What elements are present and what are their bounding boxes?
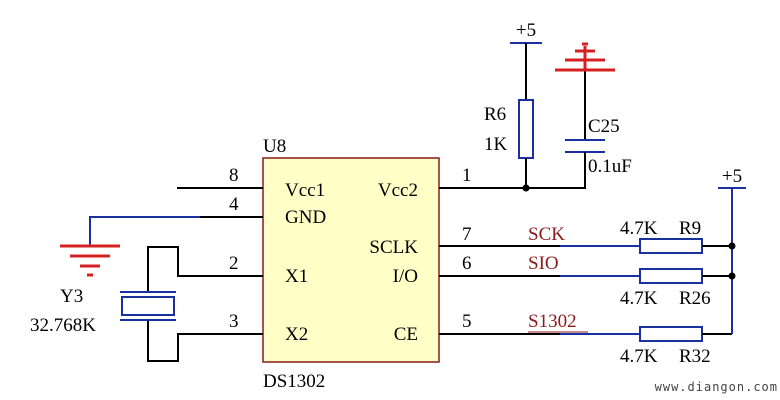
resistor-r32 [639,326,703,342]
pin-name-x2: X2 [285,324,308,345]
ic-ref: U8 [263,136,286,157]
pin-num-8: 8 [229,165,239,186]
resistor-r6 [518,99,534,159]
pin-name-io: I/O [393,266,418,287]
pin-name-vcc2: Vcc2 [378,180,418,201]
c25-ref: C25 [588,116,620,137]
gnd-wire [89,216,200,246]
r26-ref: R26 [679,288,711,309]
pin-wire-1 [439,164,586,189]
pin-num-3: 3 [229,311,239,332]
pin-name-vcc1: Vcc1 [285,180,325,201]
ground-symbol-left [60,244,120,277]
crystal-ref: Y3 [60,286,83,307]
junction-r9 [728,242,736,250]
power-label-right: +5 [722,166,742,187]
net-label-ce: S1302 [528,311,577,332]
pin-name-ce: CE [394,324,418,345]
capacitor-c25 [565,70,605,164]
ic-body [262,157,440,363]
r32-value: 4.7K [620,346,658,367]
net-label-sck: SCK [528,224,565,245]
power-label-top: +5 [516,20,536,41]
watermark: www.diangon.com [655,380,778,394]
r6-ref: R6 [484,104,506,125]
r9-value: 4.7K [620,218,658,239]
r26-value: 4.7K [620,288,658,309]
pin-name-gnd: GND [285,207,326,228]
c25-value: 0.1uF [588,156,632,177]
junction-r26 [728,272,736,280]
ground-symbol-top [555,42,615,72]
pin-num-1: 1 [462,165,472,186]
r6-value: 1K [484,134,508,155]
pin-name-sclk: SCLK [369,237,418,258]
crystal-value: 32.768K [30,315,96,336]
pin-num-5: 5 [462,311,472,332]
ic-part: DS1302 [263,371,325,392]
crystal-y3 [120,246,200,362]
pin-num-4: 4 [229,194,239,215]
net-label-sio: SIO [528,253,559,274]
resistor-r26 [639,268,703,284]
resistor-r9 [639,238,703,254]
pin-num-2: 2 [229,253,239,274]
r9-ref: R9 [679,218,701,239]
pin-name-x1: X1 [285,266,308,287]
pin-num-6: 6 [462,253,472,274]
r32-ref: R32 [679,346,711,367]
pin-num-7: 7 [462,224,472,245]
